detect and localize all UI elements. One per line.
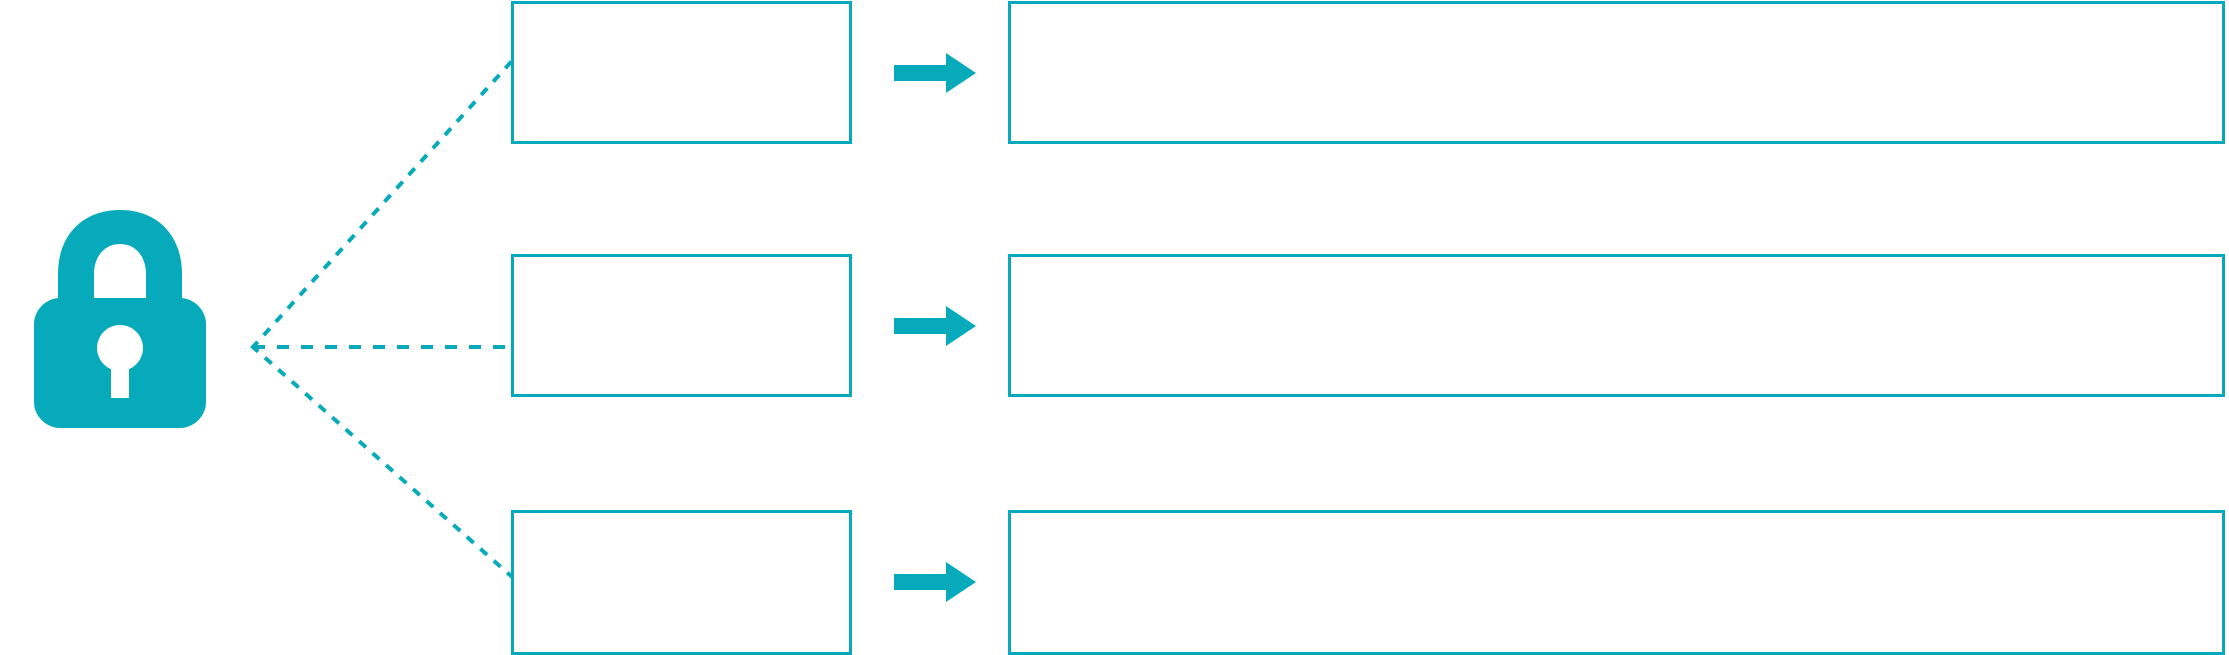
right-arrow-icon	[894, 53, 976, 93]
right-arrow-icon	[894, 562, 976, 602]
right-arrow-icon	[894, 306, 976, 346]
stage-box-detail[interactable]	[1008, 1, 2225, 144]
stage-box-primary-label	[514, 257, 849, 277]
stage-box-detail[interactable]	[1008, 254, 2225, 397]
stage-box-primary-label	[514, 4, 849, 24]
stage-box-detail-label	[1011, 4, 2222, 24]
stage-box-detail-label	[1011, 513, 2222, 533]
stage-box-primary[interactable]	[511, 1, 852, 144]
stage-box-detail[interactable]	[1008, 510, 2225, 655]
connector-line-1	[250, 59, 514, 350]
lock-icon	[34, 210, 206, 428]
stage-box-primary[interactable]	[511, 510, 852, 655]
stage-box-primary[interactable]	[511, 254, 852, 397]
stage-box-primary-label	[514, 513, 849, 533]
connector-line-3	[250, 344, 514, 579]
stage-box-detail-label	[1011, 257, 2222, 277]
